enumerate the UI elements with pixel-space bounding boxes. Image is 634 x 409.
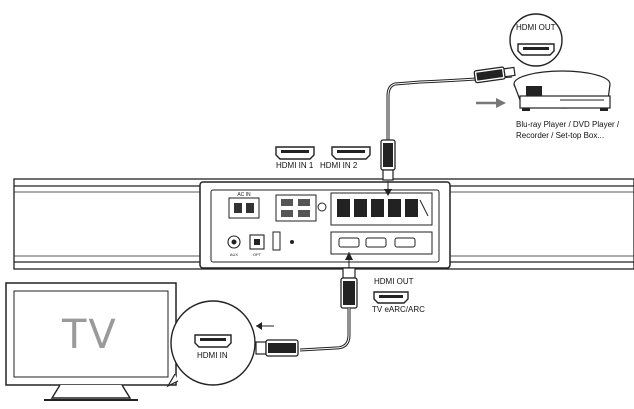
hdmi-in-2-label: HDMI IN 2 — [320, 161, 358, 170]
hdmi-in-1-label: HDMI IN 1 — [276, 161, 314, 170]
arrow-right-icon — [476, 98, 506, 108]
media-player-icon — [513, 70, 611, 111]
hdmi-out-callout-player — [509, 13, 563, 67]
soundbar-rear-panel: AC IN AUX OPT — [199, 181, 451, 269]
player-caption-line1: Blu-ray Player / DVD Player / — [516, 120, 620, 129]
hdmi-in-icons — [275, 146, 371, 160]
hdmi-in-tv-label: HDMI IN — [197, 351, 228, 360]
svg-text:OPT: OPT — [253, 252, 262, 257]
hdmi-cable-player — [380, 66, 516, 196]
svg-text:AUX: AUX — [230, 252, 239, 257]
hdmi-out-icon-soundbar — [373, 291, 409, 304]
player-caption-line2: Recorder / Set-top Box... — [516, 131, 605, 140]
tv-screen-label: TV — [62, 312, 118, 358]
hdmi-cable-tv — [255, 252, 358, 357]
tv-arc-label: TV eARC/ARC — [372, 305, 425, 314]
svg-text:AC IN: AC IN — [237, 192, 251, 198]
hdmi-in-callout-tv — [170, 300, 274, 386]
hdmi-out-player-label: HDMI OUT — [516, 23, 556, 32]
callout-pointer — [166, 373, 179, 388]
hdmi-out-soundbar-label: HDMI OUT — [374, 277, 414, 286]
television-icon — [5, 282, 177, 401]
